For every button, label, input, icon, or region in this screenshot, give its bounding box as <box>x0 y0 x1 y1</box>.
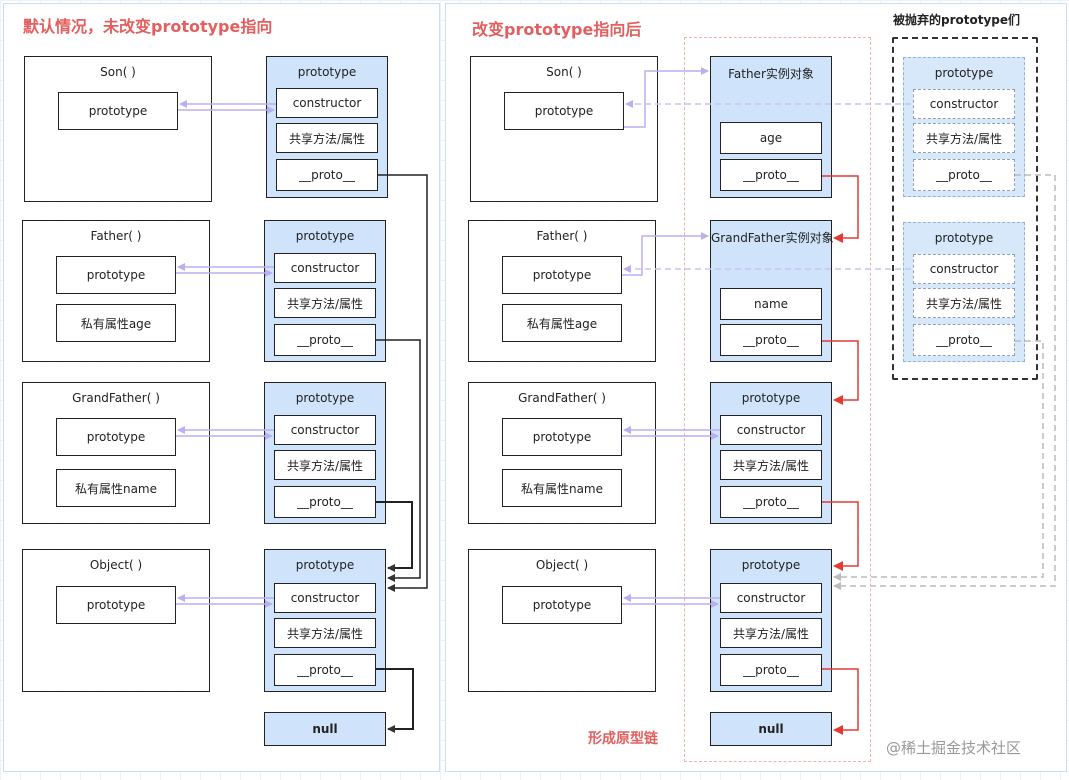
object-constructor: constructor <box>274 583 376 613</box>
father-constructor: constructor <box>274 253 376 283</box>
proto-title: prototype <box>934 66 994 80</box>
r-object-constructor: constructor <box>720 583 822 613</box>
proto-title: prototype <box>295 558 355 572</box>
abandoned-proto-link: __proto__ <box>913 159 1015 191</box>
watermark: @稀土掘金技术社区 <box>886 739 1022 757</box>
r-grandfather-private-name: 私有属性name <box>502 469 622 507</box>
r-father-prototype-prop: prototype <box>502 256 622 294</box>
proto-title: prototype <box>741 558 801 572</box>
proto-title: prototype <box>295 229 355 243</box>
object-shared: 共享方法/属性 <box>274 618 376 648</box>
abandoned-title: 被抛弃的prototype们 <box>893 13 1021 27</box>
fn-name: GrandFather( ) <box>518 391 606 405</box>
abandoned-proto-arrows <box>833 174 1056 590</box>
proto-title: prototype <box>297 65 357 79</box>
abandoned-proto-link: __proto__ <box>913 324 1015 356</box>
prototype-chain-frame <box>684 37 871 762</box>
left-ref-arrows <box>176 100 276 608</box>
proto-title: prototype <box>741 391 801 405</box>
r-grandfather-shared: 共享方法/属性 <box>720 450 822 480</box>
son-prototype-prop: prototype <box>58 92 178 130</box>
right-null-box: null <box>710 712 832 746</box>
instance-name-field: name <box>720 288 822 320</box>
r-object-prototype-prop: prototype <box>502 586 622 624</box>
grandfather-private-name: 私有属性name <box>56 469 176 507</box>
prototype-chain-label: 形成原型链 <box>588 731 658 747</box>
abandoned-frame <box>892 37 1038 380</box>
abandoned-shared: 共享方法/属性 <box>913 288 1015 318</box>
left-null-box: null <box>264 712 386 746</box>
father-private-age: 私有属性age <box>56 304 176 342</box>
instance-title: GrandFather实例对象 <box>711 231 834 245</box>
right-title: 改变prototype指向后 <box>472 20 642 39</box>
r-father-proto-link: __proto__ <box>720 324 822 356</box>
father-shared: 共享方法/属性 <box>274 288 376 318</box>
instance-age-field: age <box>720 122 822 154</box>
grandfather-proto-link: __proto__ <box>274 486 376 518</box>
right-ref-arrows <box>622 67 720 608</box>
r-son-proto-link: __proto__ <box>720 159 822 191</box>
son-constructor: constructor <box>276 88 378 118</box>
proto-title: prototype <box>295 391 355 405</box>
proto-title: prototype <box>934 231 994 245</box>
r-grandfather-prototype-prop: prototype <box>502 418 622 456</box>
son-shared: 共享方法/属性 <box>276 123 378 153</box>
left-proto-arrows <box>376 174 428 733</box>
father-prototype-prop: prototype <box>56 256 176 294</box>
prototype-chain-arrows <box>822 175 859 735</box>
fn-name: Object( ) <box>535 558 589 572</box>
abandoned-ref-arrows <box>623 100 911 273</box>
abandoned-constructor: constructor <box>913 89 1015 119</box>
left-title: 默认情况，未改变prototype指向 <box>23 17 273 36</box>
r-object-shared: 共享方法/属性 <box>720 618 822 648</box>
r-grandfather-constructor: constructor <box>720 415 822 445</box>
fn-name: GrandFather( ) <box>72 391 160 405</box>
abandoned-shared: 共享方法/属性 <box>913 123 1015 153</box>
instance-title: Father实例对象 <box>728 67 814 81</box>
son-proto-link: __proto__ <box>276 159 378 191</box>
fn-name: Son( ) <box>100 65 136 79</box>
fn-name: Son( ) <box>546 65 582 79</box>
fn-name: Object( ) <box>89 558 143 572</box>
grandfather-prototype-prop: prototype <box>56 418 176 456</box>
object-proto-link: __proto__ <box>274 654 376 686</box>
grandfather-constructor: constructor <box>274 415 376 445</box>
abandoned-constructor: constructor <box>913 254 1015 284</box>
father-proto-link: __proto__ <box>274 324 376 356</box>
fn-name: Father( ) <box>536 229 588 243</box>
r-son-prototype-prop: prototype <box>504 92 624 130</box>
r-grandfather-proto-link: __proto__ <box>720 486 822 518</box>
grandfather-shared: 共享方法/属性 <box>274 450 376 480</box>
fn-name: Father( ) <box>90 229 142 243</box>
object-prototype-prop: prototype <box>56 586 176 624</box>
r-object-proto-link: __proto__ <box>720 654 822 686</box>
r-father-private-age: 私有属性age <box>502 304 622 342</box>
